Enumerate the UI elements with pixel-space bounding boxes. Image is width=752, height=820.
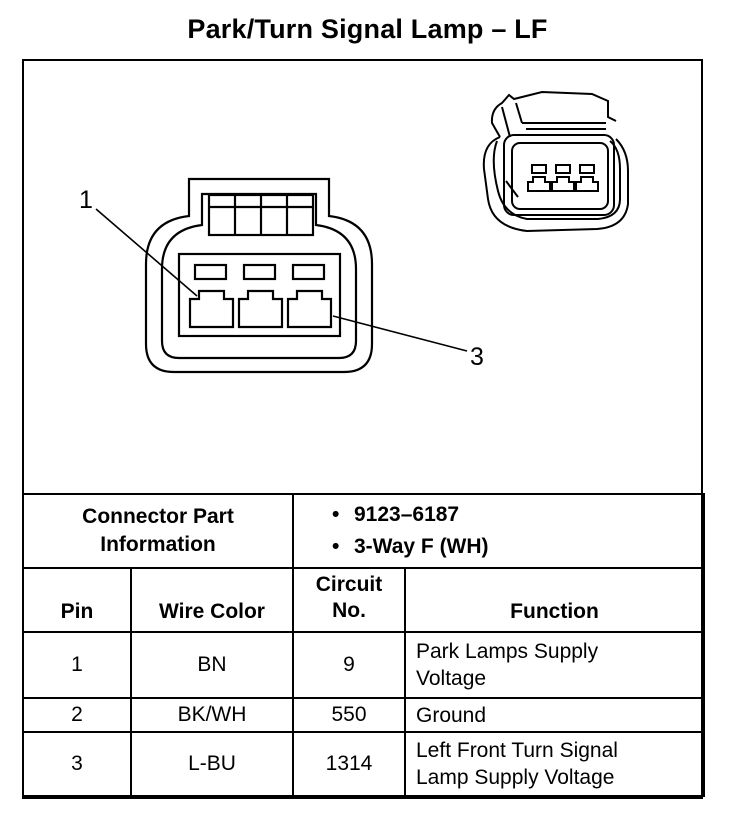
pin-cell: 1: [22, 631, 132, 699]
wire-color-cell: L-BU: [130, 731, 294, 797]
table-row: 2 BK/WH 550 Ground: [22, 697, 706, 733]
bullet-icon: •: [332, 503, 340, 526]
diagram-frame: [22, 59, 703, 799]
header-function: Function: [403, 567, 706, 633]
pin-1-callout: 1: [79, 186, 93, 214]
page-title: Park/Turn Signal Lamp – LF: [187, 14, 548, 44]
part-number-item: • 9123–6187: [332, 499, 703, 531]
wire-color-cell: BN: [130, 631, 294, 699]
function-line1: Left Front Turn Signal: [416, 739, 618, 762]
header-wire-color-label: Wire Color: [159, 600, 265, 623]
connector-info-label-line1: Connector Part: [82, 505, 234, 528]
connector-diagram: [95, 90, 629, 374]
function-line2: Voltage: [416, 667, 487, 690]
connector-face: [144, 177, 374, 374]
connector-type: 3-Way F (WH): [354, 535, 489, 558]
connector-info-values: • 9123–6187 • 3-Way F (WH): [291, 493, 706, 569]
connector-type-item: • 3-Way F (WH): [332, 531, 703, 563]
part-number: 9123–6187: [354, 503, 460, 526]
pin-3-callout: 3: [470, 343, 484, 371]
circuit-cell: 1314: [292, 731, 406, 797]
table-row: 1 BN 9 Park Lamps Supply Voltage: [22, 631, 706, 699]
function-cell: Ground: [403, 697, 706, 733]
terminal-2: [237, 289, 284, 329]
circuit-cell: 550: [292, 697, 406, 733]
circuit-cell: 9: [292, 631, 406, 699]
header-function-label: Function: [510, 600, 599, 623]
header-pin: Pin: [22, 567, 132, 633]
header-row: Pin Wire Color Circuit No. Function: [22, 567, 706, 633]
header-circuit-line1: Circuit: [315, 573, 383, 596]
function-cell: Park Lamps Supply Voltage: [403, 631, 706, 699]
table-row: 3 L-BU 1314 Left Front Turn Signal Lamp …: [22, 731, 706, 797]
connector-info-label: Connector Part Information: [22, 493, 294, 569]
connector-info-label-line2: Information: [100, 533, 216, 556]
leader-line-1: [95, 208, 198, 297]
header-wire-color: Wire Color: [130, 567, 294, 633]
connector-info-row: Connector Part Information • 9123–6187 • 3…: [22, 493, 706, 569]
bullet-icon: •: [332, 535, 340, 558]
terminal-1: [188, 289, 235, 329]
function-line1: Park Lamps Supply: [416, 640, 599, 663]
function-line2: Lamp Supply Voltage: [416, 766, 615, 789]
wire-color-cell: BK/WH: [130, 697, 294, 733]
connector-perspective: [482, 90, 629, 233]
header-circuit-line2: No.: [332, 599, 366, 622]
header-circuit: Circuit No.: [292, 567, 406, 633]
leader-line-3: [332, 315, 468, 352]
function-line1: Ground: [416, 703, 487, 727]
header-pin-label: Pin: [60, 600, 94, 623]
function-cell: Left Front Turn Signal Lamp Supply Volta…: [403, 731, 706, 797]
terminal-3: [286, 289, 333, 329]
connector-table: Connector Part Information • 9123–6187 • 3…: [22, 493, 706, 797]
pin-cell: 2: [22, 697, 132, 733]
pin-cell: 3: [22, 731, 132, 797]
